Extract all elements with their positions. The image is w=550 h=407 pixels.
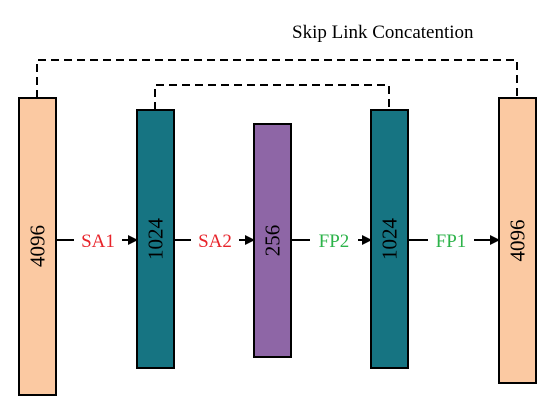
edge-sa1-label-bg: [74, 229, 122, 251]
block-input: 4096: [18, 97, 57, 396]
block-sa2-rect: [253, 123, 292, 358]
skip-link-inner: [154, 84, 390, 110]
block-output-label: 4096: [506, 220, 530, 262]
edge-fp1-label-bg: [428, 229, 474, 251]
block-output-rect: [498, 97, 537, 384]
block-fp2-label: 1024: [378, 218, 402, 261]
block-input-label: 4096: [26, 225, 50, 267]
edge-fp2-label: FP2: [319, 231, 350, 252]
skip-link-outer: [36, 59, 518, 98]
edge-sa2-label-bg: [191, 229, 239, 251]
skip-link-title: Skip Link Concatention: [292, 22, 474, 43]
edge-sa1-label: SA1: [81, 231, 115, 252]
block-sa2-label: 256: [261, 225, 285, 257]
edge-sa1: SA1: [56, 229, 138, 252]
block-output: 4096: [498, 97, 537, 384]
block-sa1: 1024: [136, 109, 175, 369]
edge-fp2: FP2: [291, 229, 372, 252]
block-fp2: 1024: [370, 109, 409, 369]
edge-fp1-label: FP1: [436, 231, 467, 252]
block-sa1-label: 1024: [144, 218, 168, 261]
edge-fp2-label-bg: [310, 229, 358, 251]
block-sa1-rect: [136, 109, 175, 369]
block-input-rect: [18, 97, 57, 396]
block-sa2: 256: [253, 123, 292, 358]
edge-sa2: SA2: [174, 229, 255, 252]
edge-sa2-label: SA2: [198, 231, 232, 252]
edge-fp1: FP1: [408, 229, 500, 252]
